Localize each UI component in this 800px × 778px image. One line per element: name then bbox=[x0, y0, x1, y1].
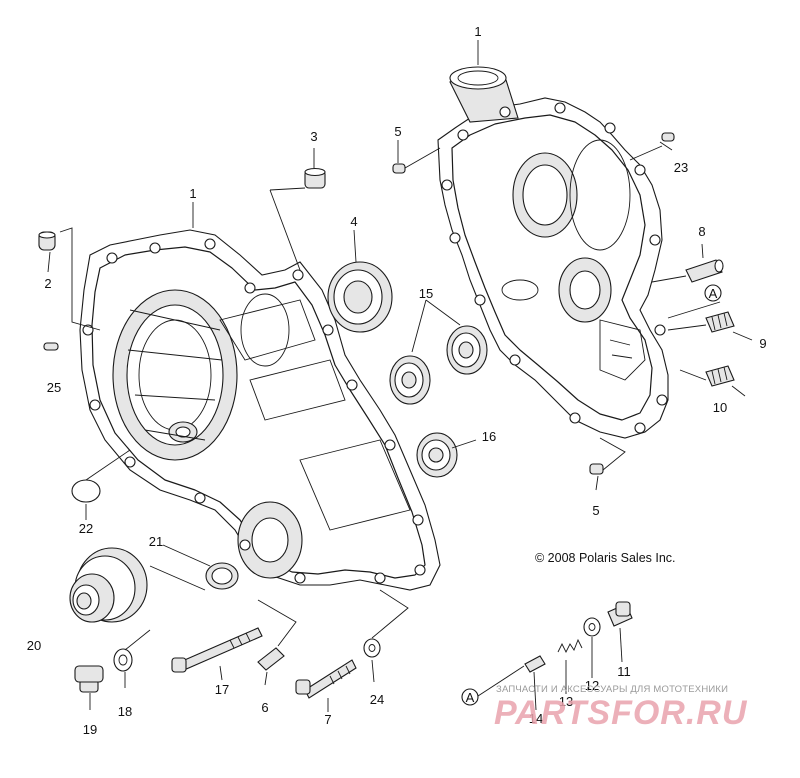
washer-18 bbox=[113, 648, 133, 672]
dowel-3 bbox=[304, 167, 326, 189]
plug-22 bbox=[71, 479, 101, 503]
marker-a-top: A bbox=[704, 284, 722, 302]
callout-numbers: 1 1 2 3 4 5 5 6 7 8 9 10 11 12 13 14 15 … bbox=[27, 24, 767, 737]
callout: 4 bbox=[350, 214, 357, 229]
callout: 3 bbox=[310, 129, 317, 144]
callout: 1 bbox=[474, 24, 481, 39]
leader-lines bbox=[47, 40, 753, 712]
callout: 8 bbox=[698, 224, 705, 239]
spring-13 bbox=[557, 638, 583, 654]
copyright-notice: © 2008 Polaris Sales Inc. bbox=[535, 551, 676, 565]
callout: 21 bbox=[149, 534, 163, 549]
pulley-20 bbox=[69, 547, 148, 623]
callout: 25 bbox=[47, 380, 61, 395]
fitting-9 bbox=[705, 311, 735, 333]
callout: 13 bbox=[559, 694, 573, 709]
svg-text:A: A bbox=[466, 690, 475, 705]
callout: 2 bbox=[44, 276, 51, 291]
pin-23 bbox=[661, 132, 675, 142]
plug-19 bbox=[74, 665, 104, 693]
callout: 6 bbox=[261, 700, 268, 715]
fitting-10 bbox=[705, 365, 735, 387]
bushing-2 bbox=[38, 231, 56, 251]
bolt-7 bbox=[295, 659, 357, 699]
dowel-8 bbox=[685, 259, 724, 283]
watermark-tagline: ЗАПЧАСТИ И АКСЕССУАРЫ ДЛЯ МОТОТЕХНИКИ bbox=[496, 684, 729, 695]
right-crankcase-half bbox=[437, 66, 669, 439]
callout: 19 bbox=[83, 722, 97, 737]
svg-text:A: A bbox=[709, 286, 718, 301]
callout: 18 bbox=[118, 704, 132, 719]
washer-12 bbox=[583, 617, 601, 637]
bearing-15b bbox=[446, 325, 488, 375]
callout: 11 bbox=[617, 664, 631, 679]
callout: 24 bbox=[370, 692, 384, 707]
callout: 5 bbox=[592, 503, 599, 518]
watermark-logo: PARTSFOR.RU bbox=[494, 694, 748, 732]
bolt-11 bbox=[607, 601, 633, 627]
left-crankcase-half bbox=[79, 229, 441, 591]
washer-24 bbox=[363, 638, 381, 658]
callout: 23 bbox=[674, 160, 688, 175]
dowel-5-top bbox=[392, 163, 406, 174]
callout: 15 bbox=[419, 286, 433, 301]
seal-21 bbox=[205, 562, 239, 590]
callout: 10 bbox=[713, 400, 727, 415]
callout: 5 bbox=[394, 124, 401, 139]
pin-25 bbox=[43, 342, 59, 351]
callout: 1 bbox=[189, 186, 196, 201]
fitting-6 bbox=[257, 647, 285, 671]
callout: 20 bbox=[27, 638, 41, 653]
dowel-5-bottom bbox=[589, 463, 604, 475]
callout: 16 bbox=[482, 429, 496, 444]
callout: 12 bbox=[585, 678, 599, 693]
bearing-4 bbox=[327, 261, 393, 333]
callout: 22 bbox=[79, 521, 93, 536]
bearing-16 bbox=[416, 432, 458, 478]
callout: 17 bbox=[215, 682, 229, 697]
callout: 14 bbox=[529, 711, 543, 726]
callout: 7 bbox=[324, 712, 331, 727]
marker-a-bottom: A bbox=[461, 688, 479, 706]
plunger-14 bbox=[524, 655, 546, 673]
bolt-17 bbox=[171, 627, 263, 673]
callout: 9 bbox=[759, 336, 766, 351]
bearing-15a bbox=[389, 355, 431, 405]
